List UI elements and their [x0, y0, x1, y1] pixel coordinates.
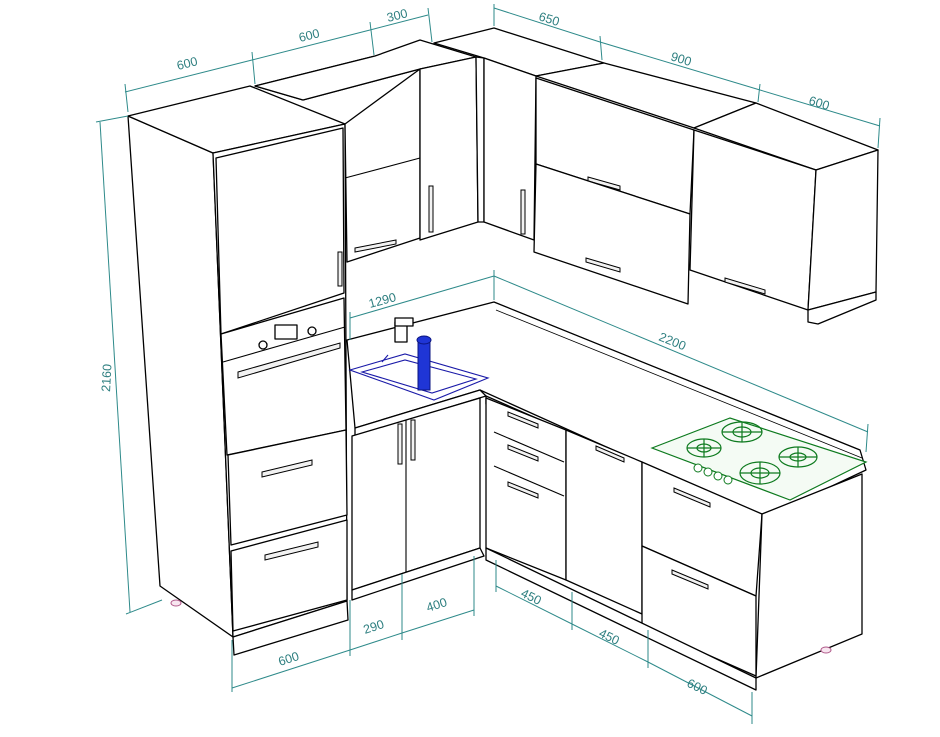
dim-label-counter-2200: 2200: [657, 330, 688, 353]
dim-line-height-2160: [99, 121, 131, 613]
right-run-plinth: [485, 547, 757, 691]
sink-tap: [417, 339, 431, 391]
dim-label-bottom-600-right: 600: [685, 676, 710, 698]
cabinet-foot: [170, 599, 182, 607]
tall-drawer-lower-handle: [264, 541, 319, 561]
sink-base-door-handle-right: [410, 419, 416, 461]
drawer-handle-3: [507, 481, 539, 499]
dim-line-bottom-450-b: [571, 623, 649, 663]
dim-label-top-900: 900: [669, 49, 693, 68]
upper-end-cabinet-base: [807, 291, 877, 325]
dimension-labels: 600 600 300 650 900 600 2160 1290 2200 6…: [99, 6, 831, 698]
dim-label-height-2160: 2160: [99, 364, 114, 393]
oven-knob-right: [307, 326, 317, 336]
cabinet-foot-right: [820, 646, 832, 654]
dim-line-top-600-right: [759, 89, 881, 127]
dim-line-top-600-left: [124, 59, 253, 93]
upper-cabinets-left-wall: [254, 39, 485, 263]
upper-corner-door-handle: [428, 185, 434, 233]
tall-drawer-lower: [230, 519, 348, 632]
dim-label-top-650: 650: [537, 9, 561, 28]
oven-knob-left: [258, 340, 268, 350]
upper-end-cabinet-handle: [724, 277, 766, 295]
dim-line-top-600: [251, 29, 371, 61]
tall-upper-door-handle: [337, 251, 343, 287]
sink-tap-spout: [394, 317, 414, 327]
hob-base-drawer-lower-handle: [671, 569, 709, 590]
door-unit-handle: [595, 445, 625, 463]
dim-label-top-600: 600: [297, 26, 321, 45]
drawer-handle-2: [507, 444, 539, 462]
upper-left-front: [344, 68, 421, 263]
sink: [348, 317, 490, 401]
dim-line-top-900: [599, 41, 761, 91]
upper-right-corner-door: [483, 57, 537, 241]
oven-handle: [237, 342, 341, 379]
base-cabinets-right-run: [485, 397, 863, 691]
upper-end-cabinet-side: [807, 149, 879, 311]
dim-line-counter-2200: [493, 275, 869, 433]
burner-front-left: [686, 438, 722, 458]
dim-line-top-650: [493, 7, 601, 43]
dim-label-counter-1290: 1290: [367, 290, 398, 311]
drawer-handle-1: [507, 411, 539, 429]
upper-cabinets-right-wall: [433, 27, 879, 325]
upper-corner-gap: [475, 56, 485, 223]
tall-drawer-upper-handle: [261, 459, 313, 478]
burner-front-right: [739, 461, 781, 485]
tall-drawer-upper: [227, 429, 348, 546]
dim-line-bottom-600: [231, 649, 351, 689]
sink-base-door-handle-left: [397, 423, 403, 465]
dim-line-bottom-290: [349, 632, 403, 651]
dim-label-bottom-400: 400: [425, 595, 449, 615]
dim-label-bottom-450-b: 450: [597, 626, 622, 648]
dim-label-top-600-right: 600: [807, 93, 831, 112]
hob-base-drawer-upper-handle: [673, 487, 711, 508]
gas-hob: [650, 417, 868, 501]
dim-line-bottom-450-a: [495, 585, 573, 625]
door-unit-front: [565, 429, 643, 615]
lift-door-lower: [533, 163, 691, 305]
lift-door-lower-handle: [585, 257, 621, 273]
dim-label-bottom-450-a: 450: [519, 586, 544, 608]
upper-right-corner-handle: [520, 189, 526, 235]
burner-rear-left: [721, 421, 763, 443]
dim-line-bottom-400: [401, 609, 475, 634]
base-cabinets-left-run: [351, 397, 485, 601]
hob-base-side-panel: [755, 473, 863, 679]
lift-door-upper-handle: [587, 176, 621, 191]
dim-line-counter-1290: [349, 275, 495, 319]
dimension-lines: [95, 4, 881, 724]
dim-line-top-300: [369, 14, 429, 31]
sink-base-plinth: [351, 547, 485, 601]
dim-label-bottom-290: 290: [362, 617, 386, 637]
hob-control-knobs: [693, 463, 733, 485]
burner-rear-right: [778, 446, 818, 468]
dim-label-top-300: 300: [385, 6, 409, 25]
dim-label-bottom-600: 600: [277, 649, 301, 669]
dim-label-top-600-left: 600: [175, 54, 199, 73]
oven-display: [274, 324, 298, 340]
upper-left-door-handle: [354, 239, 397, 253]
dim-line-bottom-600-right: [647, 661, 753, 717]
tall-column-cabinet: [127, 85, 349, 656]
tall-cabinet-plinth: [232, 600, 349, 656]
tall-upper-door: [215, 127, 345, 335]
